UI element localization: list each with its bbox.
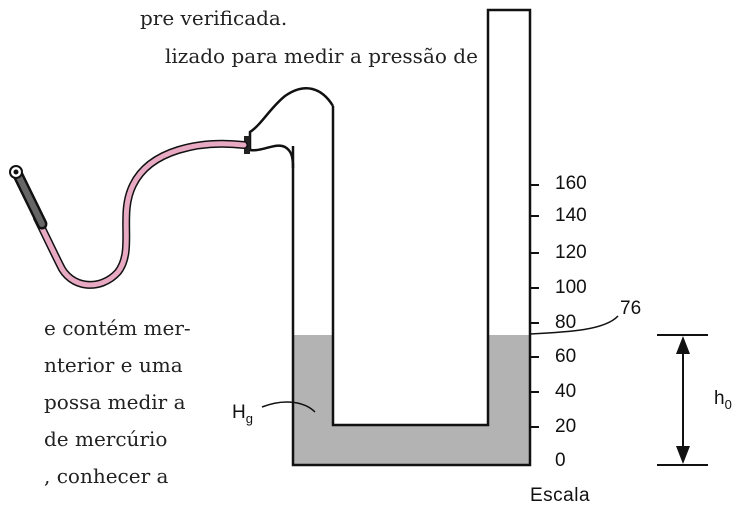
text-line-4: nterior e uma [44,353,183,377]
scale-label-80: 80 [555,312,577,333]
text-line-2: lizado para medir a pressão de [165,44,478,68]
scale-ticks [530,184,539,428]
scale-label-60: 60 [555,346,577,367]
height-arrow-down [676,446,690,464]
pressure-probe [9,165,48,230]
scale-label-40: 40 [555,381,577,402]
height-arrow-up [676,336,690,354]
text-line-5: possa medir a [44,390,186,414]
scale-label-140: 140 [555,205,587,226]
liquid-label-main: H [232,402,246,423]
hose-connector [248,87,335,169]
height-label: h0 [714,388,732,412]
scale-label-120: 120 [555,242,587,263]
reading-value: 76 [620,298,642,319]
text-line-3: e contém mer- [44,316,191,340]
u-tube-outline [291,8,532,467]
height-label-main: h [714,388,725,409]
height-dimension [657,334,708,466]
height-label-sub: 0 [724,396,732,412]
text-line-6: de mercúrio [44,427,168,451]
liquid-label: Hg [232,402,253,426]
mercury-column [293,335,530,465]
scale-label-0: 0 [555,450,566,471]
scale-label-100: 100 [555,277,587,298]
scale-label-160: 160 [555,173,587,194]
rubber-hose-inner [34,141,247,288]
liquid-label-sub: g [245,410,253,426]
text-line-7: , conhecer a [44,464,169,488]
text-line-1: pre verificada. [140,6,288,30]
scale-label-20: 20 [555,416,577,437]
scale-caption: Escala [530,485,591,506]
rubber-hose [33,139,248,289]
reading-leader-line [529,315,619,335]
hg-leader-line [261,401,316,413]
